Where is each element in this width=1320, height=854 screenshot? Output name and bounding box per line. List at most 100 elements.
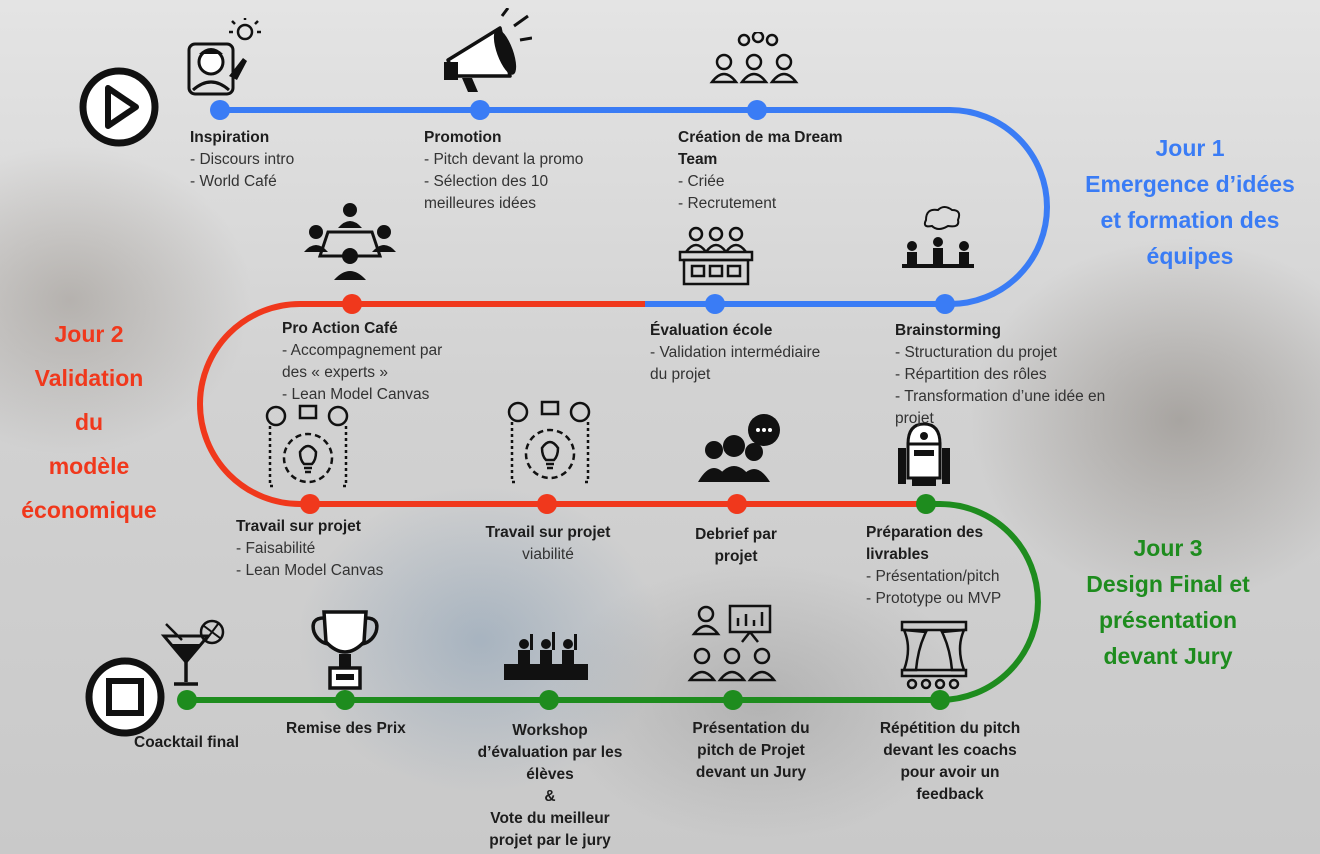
day1-line: et formation des (1100, 207, 1280, 233)
cocktail-icon (160, 619, 225, 686)
step-travail-projet-1: Travail sur projet - Faisabilité - Lean … (236, 516, 383, 582)
day3-title: Jour 3 (1133, 535, 1203, 561)
step-remise-prix: Remise des Prix (286, 718, 406, 740)
dot-travail-2 (537, 494, 557, 514)
day2-title: Jour 2 (54, 321, 124, 347)
step-line: devant les coachs (883, 742, 1017, 759)
step-item: - World Café (190, 173, 277, 190)
step-item: - Lean Model Canvas (236, 562, 384, 579)
dot-workshop (539, 690, 559, 710)
step-title: Création de ma Dream (678, 129, 843, 146)
meeting-table-icon (304, 203, 396, 280)
step-brainstorming: Brainstorming - Structuration du projet … (895, 320, 1105, 430)
brainstorm-icon (902, 206, 974, 268)
step-title: Inspiration (190, 129, 270, 146)
step-debrief: Debrief par projet (674, 524, 798, 568)
dot-preparation (916, 494, 936, 514)
step-dream-team: Création de ma Dream Team - Criée - Recr… (678, 127, 843, 215)
dot-remise (335, 690, 355, 710)
day3-label: Jour 3 Design Final et présentation deva… (1060, 530, 1276, 674)
voting-icon (504, 632, 588, 680)
step-line: élèves (526, 766, 574, 783)
step-title: Remise des Prix (286, 720, 406, 737)
step-title: Promotion (424, 129, 502, 146)
step-line: projet par le jury (489, 832, 611, 849)
dot-evaluation (705, 294, 725, 314)
step-title: Évaluation école (650, 322, 773, 339)
day2-line: du (74, 409, 104, 435)
step-item: - Prototype ou MVP (866, 590, 1002, 607)
day1-label: Jour 1 Emergence d’idées et formation de… (1070, 130, 1310, 274)
dot-dream-team (747, 100, 767, 120)
presentation-icon (687, 604, 777, 682)
dot-promotion (470, 100, 490, 120)
step-item: meilleures idées (424, 195, 536, 212)
dot-cocktail (177, 690, 197, 710)
step-evaluation-ecole: Évaluation école - Validation intermédia… (650, 320, 820, 386)
day3-line: Design Final et (1086, 571, 1250, 597)
step-line: Vote du meilleur (490, 810, 610, 827)
step-item: - Faisabilité (236, 540, 316, 557)
jury-panel-icon (678, 226, 754, 286)
dot-brainstorming (935, 294, 955, 314)
step-title: Debrief par (695, 526, 777, 543)
team-icon (709, 32, 799, 84)
step-title: Présentation du (692, 720, 810, 737)
step-item: - Accompagnement par (282, 342, 443, 359)
step-item: - Discours intro (190, 151, 295, 168)
gear-bulb-icon (507, 400, 591, 484)
step-title: Brainstorming (895, 322, 1001, 339)
dot-presentation (723, 690, 743, 710)
day2-line: Validation (34, 365, 144, 391)
step-item: des « experts » (282, 364, 388, 381)
step-preparation-livrables: Préparation des livrables - Présentation… (866, 522, 1001, 610)
day1-track (220, 107, 1050, 307)
day2-line: économique (21, 497, 157, 523)
step-inspiration: Inspiration - Discours intro - World Caf… (190, 127, 294, 193)
stop-icon (85, 657, 165, 737)
step-line: devant un Jury (695, 764, 807, 781)
step-title: Travail sur projet (485, 524, 611, 541)
step-repetition-pitch: Répétition du pitch devant les coachs po… (860, 718, 1040, 806)
step-item: - Recrutement (678, 195, 777, 212)
day3-line: présentation (1098, 607, 1238, 633)
dot-pro-action (342, 294, 362, 314)
day1-line: Emergence d’idées (1085, 171, 1295, 197)
day2-line: modèle (48, 453, 130, 479)
step-line: feedback (916, 786, 984, 803)
step-title: Pro Action Café (282, 320, 398, 337)
step-item: - Structuration du projet (895, 344, 1057, 361)
robot-icon (898, 422, 950, 486)
day1-line: équipes (1146, 243, 1234, 269)
step-title-2: livrables (866, 546, 929, 563)
step-item: du projet (650, 366, 711, 383)
dot-repetition (930, 690, 950, 710)
dot-travail-1 (300, 494, 320, 514)
step-presentation-jury: Présentation du pitch de Projet devant u… (676, 718, 826, 784)
step-title: Répétition du pitch (879, 720, 1021, 737)
step-travail-projet-2: Travail sur projet viabilité (468, 522, 628, 566)
step-item: - Répartition des rôles (895, 366, 1047, 383)
step-line: pour avoir un (900, 764, 1000, 781)
dot-debrief (727, 494, 747, 514)
step-cocktail-final: Coacktail final (134, 732, 239, 754)
group-chat-icon (698, 414, 780, 482)
step-title-2: Team (678, 151, 718, 168)
play-icon (79, 67, 159, 147)
step-item: viabilité (522, 546, 574, 563)
step-pro-action-cafe: Pro Action Café - Accompagnement par des… (282, 318, 442, 406)
step-item: - Sélection des 10 (424, 173, 549, 190)
step-line: d’évaluation par les (477, 744, 623, 761)
step-workshop: Workshop d’évaluation par les élèves & V… (454, 720, 646, 852)
track-dots (177, 100, 955, 710)
step-item: - Validation intermédiaire (650, 344, 821, 361)
step-item: - Transformation d’une idée en (895, 388, 1106, 405)
day2-label: Jour 2 Validation du modèle économique (6, 312, 172, 532)
day1-title: Jour 1 (1155, 135, 1225, 161)
step-title: Coacktail final (134, 734, 240, 751)
dot-inspiration (210, 100, 230, 120)
day2-track (197, 301, 925, 507)
stage-icon (900, 620, 968, 690)
